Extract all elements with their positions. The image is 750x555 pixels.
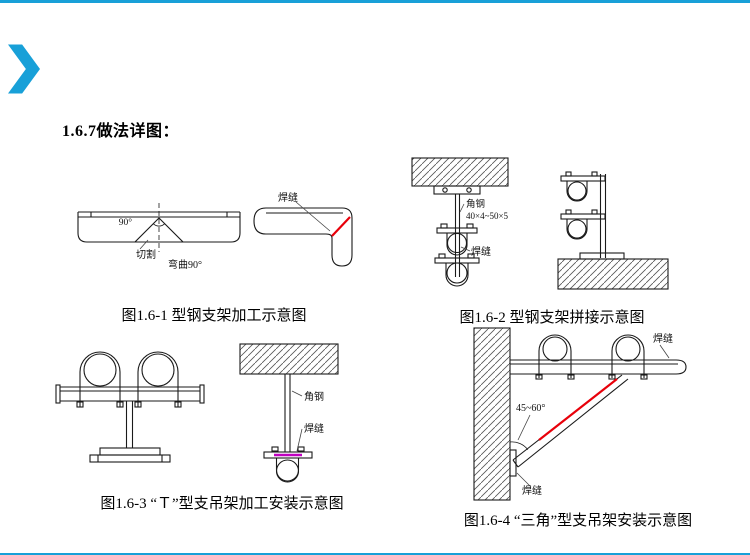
pipe-clamp-upper bbox=[436, 223, 478, 256]
pipe-clamp-lower bbox=[434, 253, 480, 287]
front-view-t-support bbox=[55, 351, 205, 463]
pipe-section bbox=[446, 232, 468, 254]
leader-lines bbox=[516, 344, 670, 487]
pipe-section bbox=[141, 353, 175, 387]
figure-steel-bracket-splicing: 角钢 40×4~50×5 焊缝 图1.6-2 型钢支架拼接示意图 bbox=[411, 150, 692, 327]
figure-steel-bracket-fabrication: 90° 切割 弯曲90° 焊缝 图1.6-1 型钢支架加工示意图 bbox=[64, 190, 364, 325]
concrete-slab-hatched bbox=[239, 343, 339, 375]
top-accent-rule bbox=[0, 0, 750, 3]
leader-lines bbox=[459, 203, 471, 252]
pipe-section bbox=[567, 219, 587, 239]
figure-1-6-3-caption: 图1.6-3 “Ｔ”型支吊架加工安装示意图 bbox=[100, 496, 344, 512]
figure-t-type-support-hanger: 角钢 焊缝 图1.6-3 “Ｔ”型支吊架加工安装示意图 bbox=[52, 342, 392, 513]
front-view bbox=[411, 157, 509, 287]
label-angle-steel: 角钢 bbox=[466, 198, 485, 210]
angle-arc bbox=[509, 441, 529, 450]
side-view bbox=[557, 171, 669, 290]
section-heading: 1.6.7做法详图： bbox=[62, 123, 180, 140]
steel-profile-before-bending bbox=[77, 203, 241, 252]
horizontal-arm bbox=[510, 359, 687, 375]
pipe-section bbox=[542, 336, 568, 362]
label-weld-seam: 焊缝 bbox=[471, 245, 491, 258]
label-angle-steel: 角钢 bbox=[304, 390, 324, 403]
drawing-steel-bracket-splicing: 角钢 40×4~50×5 焊缝 bbox=[411, 157, 669, 290]
figure-triangle-support-hanger: 焊缝 45~60° 焊缝 图1.6-4 “三角”型支吊架安装示意图 bbox=[432, 322, 724, 530]
label-weld-seam: 焊缝 bbox=[278, 191, 298, 204]
concrete-slab-hatched bbox=[411, 157, 509, 187]
drawing-steel-bracket-fabrication: 90° 切割 弯曲90° 焊缝 bbox=[77, 191, 353, 271]
pipe-section bbox=[446, 262, 468, 284]
weld-seam-mark bbox=[331, 216, 351, 237]
label-cut: 切割 bbox=[136, 248, 156, 261]
bottom-accent-rule bbox=[0, 553, 750, 555]
pipe-clamp-left bbox=[535, 334, 575, 380]
leader-lines bbox=[291, 390, 303, 452]
cross-beam bbox=[55, 384, 205, 404]
figure-1-6-2-caption: 图1.6-2 型钢支架拼接示意图 bbox=[459, 310, 645, 326]
figure-1-6-4-caption: 图1.6-4 “三角”型支吊架安装示意图 bbox=[463, 513, 693, 529]
connection-plate bbox=[433, 185, 481, 195]
pipe-section bbox=[615, 336, 641, 362]
label-weld-seam-bottom: 焊缝 bbox=[522, 484, 542, 497]
wall-hatched bbox=[473, 327, 511, 501]
base-plates bbox=[89, 447, 171, 463]
pipe-section bbox=[567, 181, 587, 201]
u-bolt-left bbox=[76, 351, 124, 408]
weld-seam-mark bbox=[538, 378, 618, 441]
label-angle-range: 45~60° bbox=[516, 403, 545, 414]
vertical-post bbox=[125, 401, 134, 448]
side-view-hanger bbox=[239, 343, 339, 483]
pipe-section bbox=[83, 353, 117, 387]
label-weld-seam-top: 焊缝 bbox=[653, 332, 673, 345]
clamp-plate bbox=[263, 451, 313, 459]
pipe-clamp-right bbox=[608, 334, 648, 380]
drawing-triangle-support-hanger: 焊缝 45~60° 焊缝 bbox=[473, 327, 687, 501]
leader-lines bbox=[139, 201, 331, 250]
pipe-clamp-lower bbox=[560, 209, 606, 240]
concrete-floor-hatched bbox=[557, 258, 669, 290]
base-plate bbox=[579, 252, 625, 260]
chevron-decoration-icon bbox=[8, 44, 40, 94]
label-bend-90: 弯曲90° bbox=[168, 258, 202, 271]
label-angle-steel-spec: 40×4~50×5 bbox=[466, 211, 509, 221]
pipe-section bbox=[275, 459, 300, 483]
u-bolt-right bbox=[134, 351, 182, 408]
steel-profile-after-bending bbox=[253, 207, 353, 267]
cut-notch-triangle bbox=[133, 217, 185, 243]
pipe-clamp-upper bbox=[560, 171, 606, 202]
diagonal-brace bbox=[512, 374, 629, 468]
drawing-t-type-support-hanger: 角钢 焊缝 bbox=[55, 343, 339, 483]
figure-1-6-1-caption: 图1.6-1 型钢支架加工示意图 bbox=[121, 308, 307, 324]
wall-connection-plate bbox=[509, 449, 517, 477]
label-90-degree: 90° bbox=[119, 217, 133, 228]
label-weld-seam: 焊缝 bbox=[304, 422, 324, 435]
